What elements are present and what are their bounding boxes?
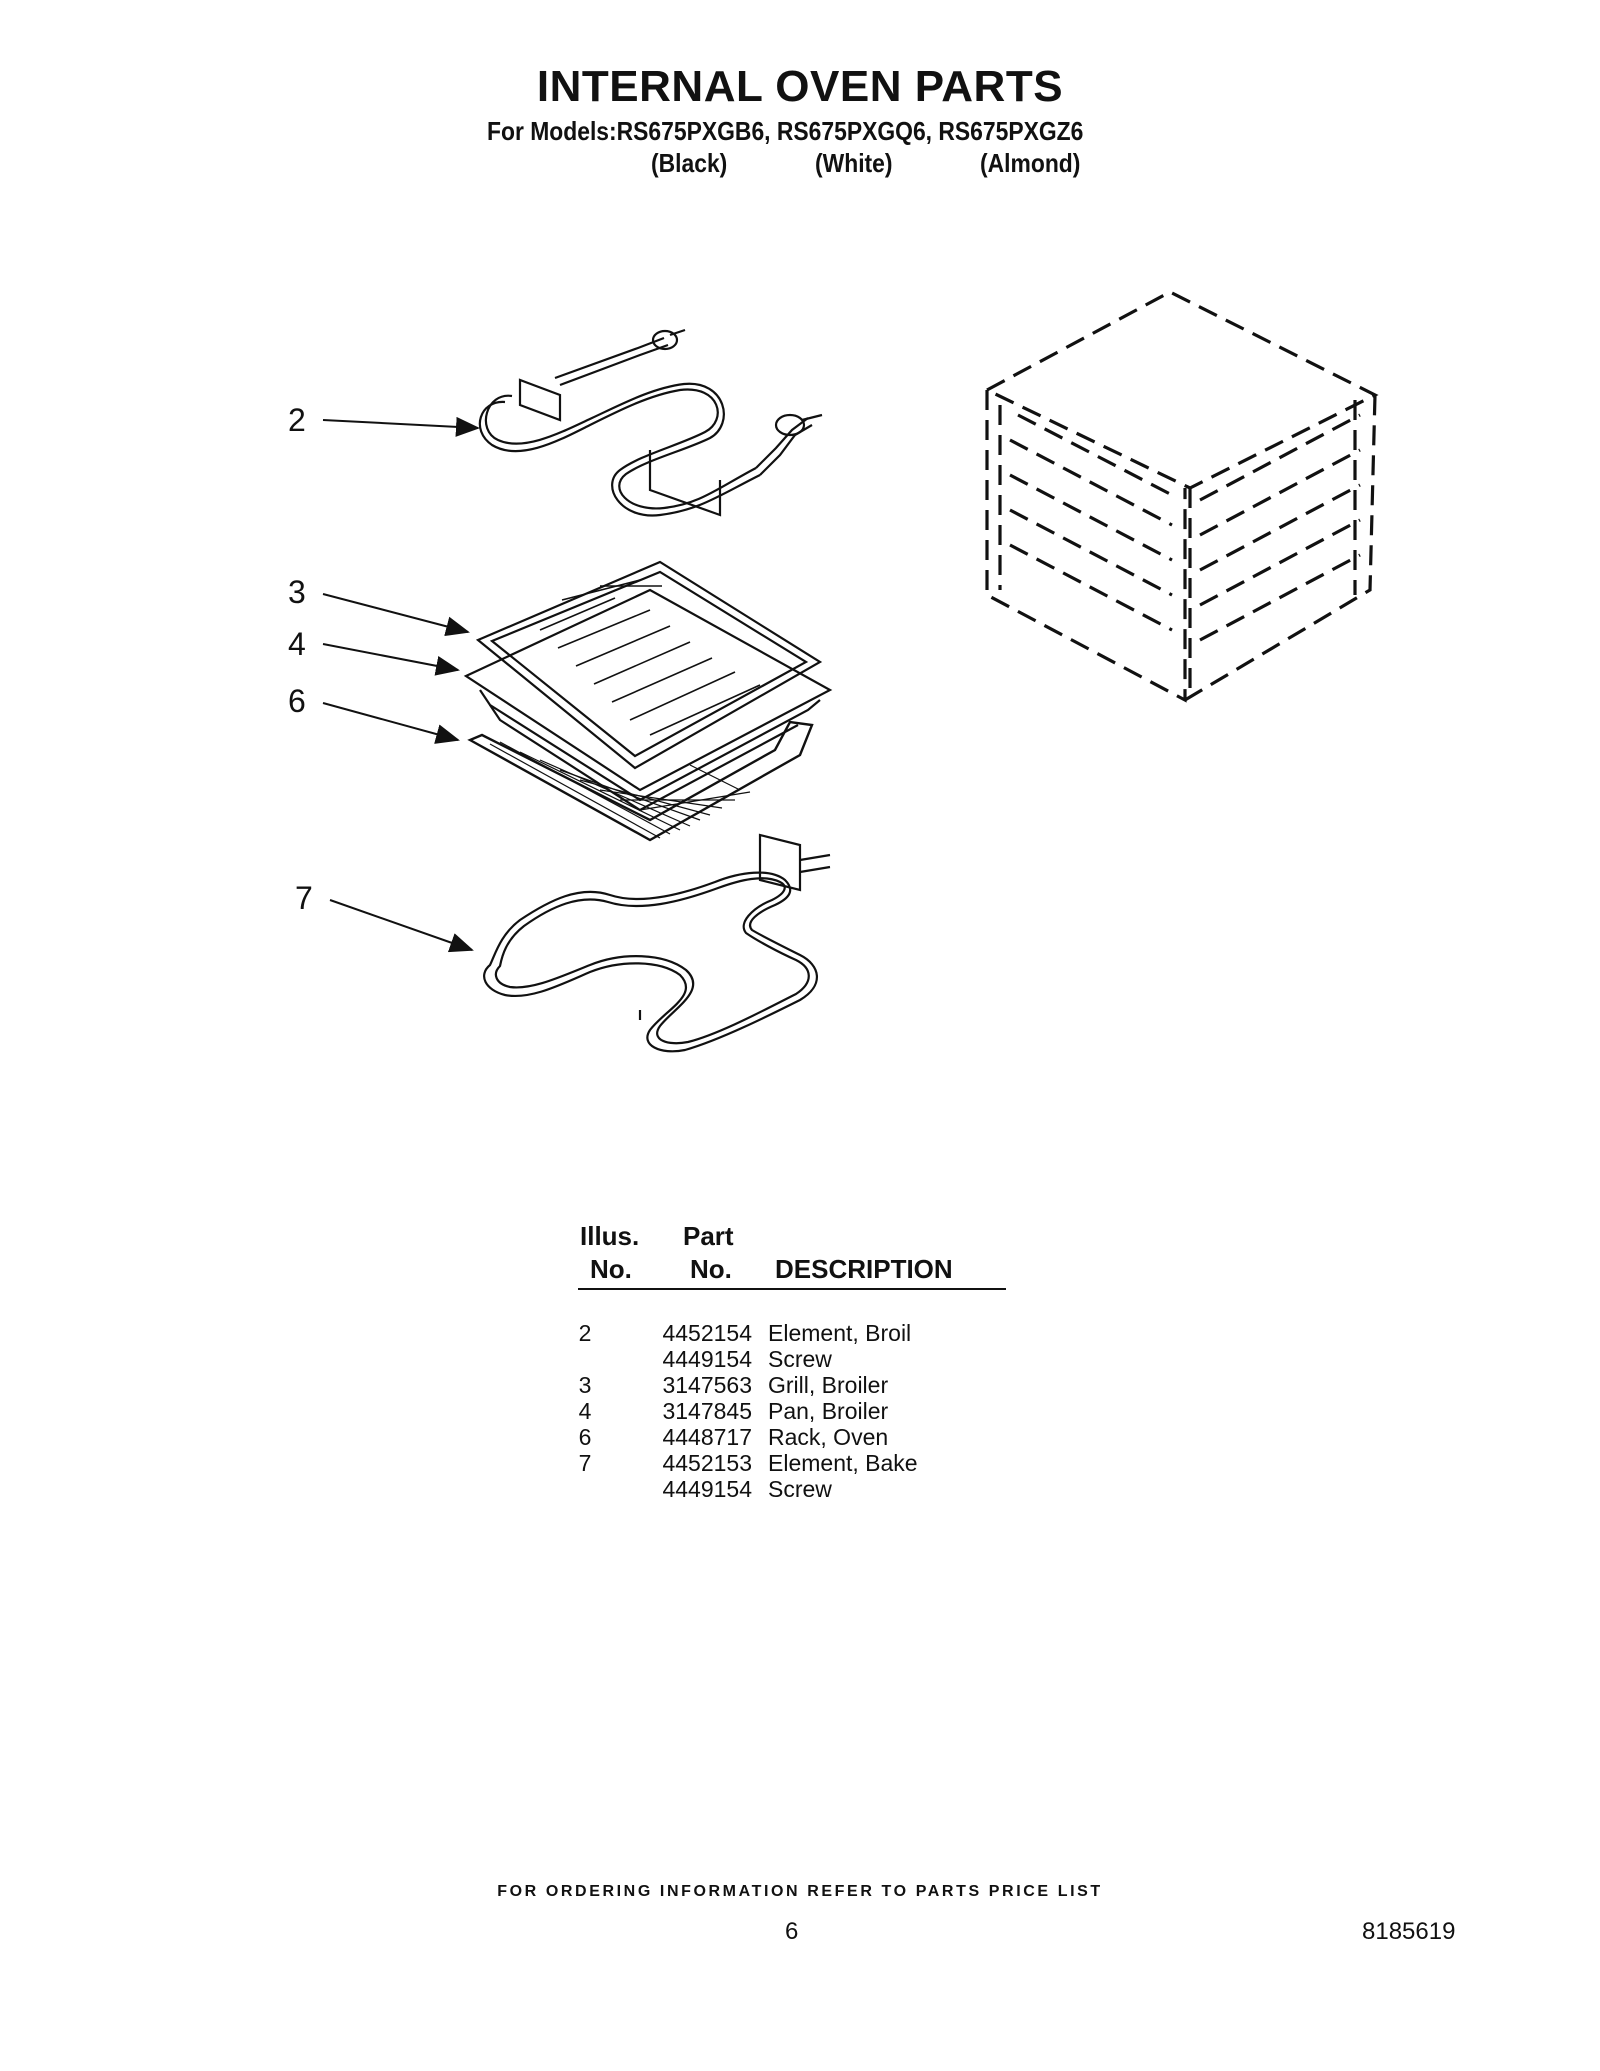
leader-4 bbox=[322, 643, 460, 676]
part-description: Element, Bake bbox=[768, 1450, 918, 1476]
bake-element-drawing bbox=[483, 833, 831, 1053]
leader-lines bbox=[322, 416, 480, 953]
illus-no: 7 bbox=[578, 1450, 592, 1476]
illus-no: 4 bbox=[578, 1398, 592, 1424]
callout-4: 4 bbox=[288, 626, 306, 662]
leader-6 bbox=[322, 702, 460, 744]
illus-no: 6 bbox=[578, 1424, 592, 1450]
part-description: Screw bbox=[768, 1476, 832, 1502]
oven-rack-drawing bbox=[467, 720, 814, 842]
part-description: Pan, Broiler bbox=[768, 1398, 889, 1424]
part-description: Grill, Broiler bbox=[768, 1372, 889, 1398]
part-no: 4452154 bbox=[662, 1320, 752, 1346]
broil-element-drawing bbox=[478, 328, 823, 517]
models-line: For Models:RS675PXGB6, RS675PXGQ6, RS675… bbox=[487, 116, 1084, 146]
broiler-grill-drawing bbox=[475, 560, 823, 770]
part-no: 4449154 bbox=[662, 1346, 752, 1372]
part-no: 3147563 bbox=[662, 1372, 752, 1398]
header-part-line2: No. bbox=[690, 1254, 732, 1284]
header-illus-line2: No. bbox=[590, 1254, 632, 1284]
color-white: (White) bbox=[815, 148, 893, 178]
page-title: INTERNAL OVEN PARTS bbox=[536, 62, 1064, 111]
part-description: Screw bbox=[768, 1346, 832, 1372]
color-almond: (Almond) bbox=[980, 148, 1081, 178]
exploded-parts-diagram bbox=[322, 290, 1379, 1053]
part-no: 4448717 bbox=[662, 1424, 752, 1450]
document-number: 8185619 bbox=[1362, 1918, 1456, 1945]
callout-3: 3 bbox=[288, 574, 306, 610]
illus-no: 3 bbox=[578, 1372, 592, 1398]
table-header-rule bbox=[578, 1288, 1006, 1290]
callout-6: 6 bbox=[288, 683, 306, 719]
leader-7 bbox=[329, 899, 474, 953]
color-black: (Black) bbox=[651, 148, 728, 178]
header-description: DESCRIPTION bbox=[775, 1254, 953, 1284]
leader-2 bbox=[322, 416, 480, 437]
oven-cavity-drawing bbox=[983, 290, 1379, 703]
part-no: 4452153 bbox=[662, 1450, 752, 1476]
part-no: 3147845 bbox=[662, 1398, 752, 1424]
part-description: Rack, Oven bbox=[768, 1424, 889, 1450]
part-no: 4449154 bbox=[662, 1476, 752, 1502]
part-description: Element, Broil bbox=[768, 1320, 912, 1346]
header-illus-line1: Illus. bbox=[580, 1221, 640, 1251]
broiler-pan-drawing bbox=[463, 588, 833, 812]
ordering-note: FOR ORDERING INFORMATION REFER TO PARTS … bbox=[497, 1883, 1103, 1900]
callout-7: 7 bbox=[295, 880, 313, 916]
illus-no: 2 bbox=[578, 1320, 592, 1346]
callout-2: 2 bbox=[288, 402, 306, 438]
leader-3 bbox=[322, 593, 470, 637]
page-number: 6 bbox=[785, 1918, 799, 1945]
header-part-line1: Part bbox=[683, 1221, 734, 1251]
